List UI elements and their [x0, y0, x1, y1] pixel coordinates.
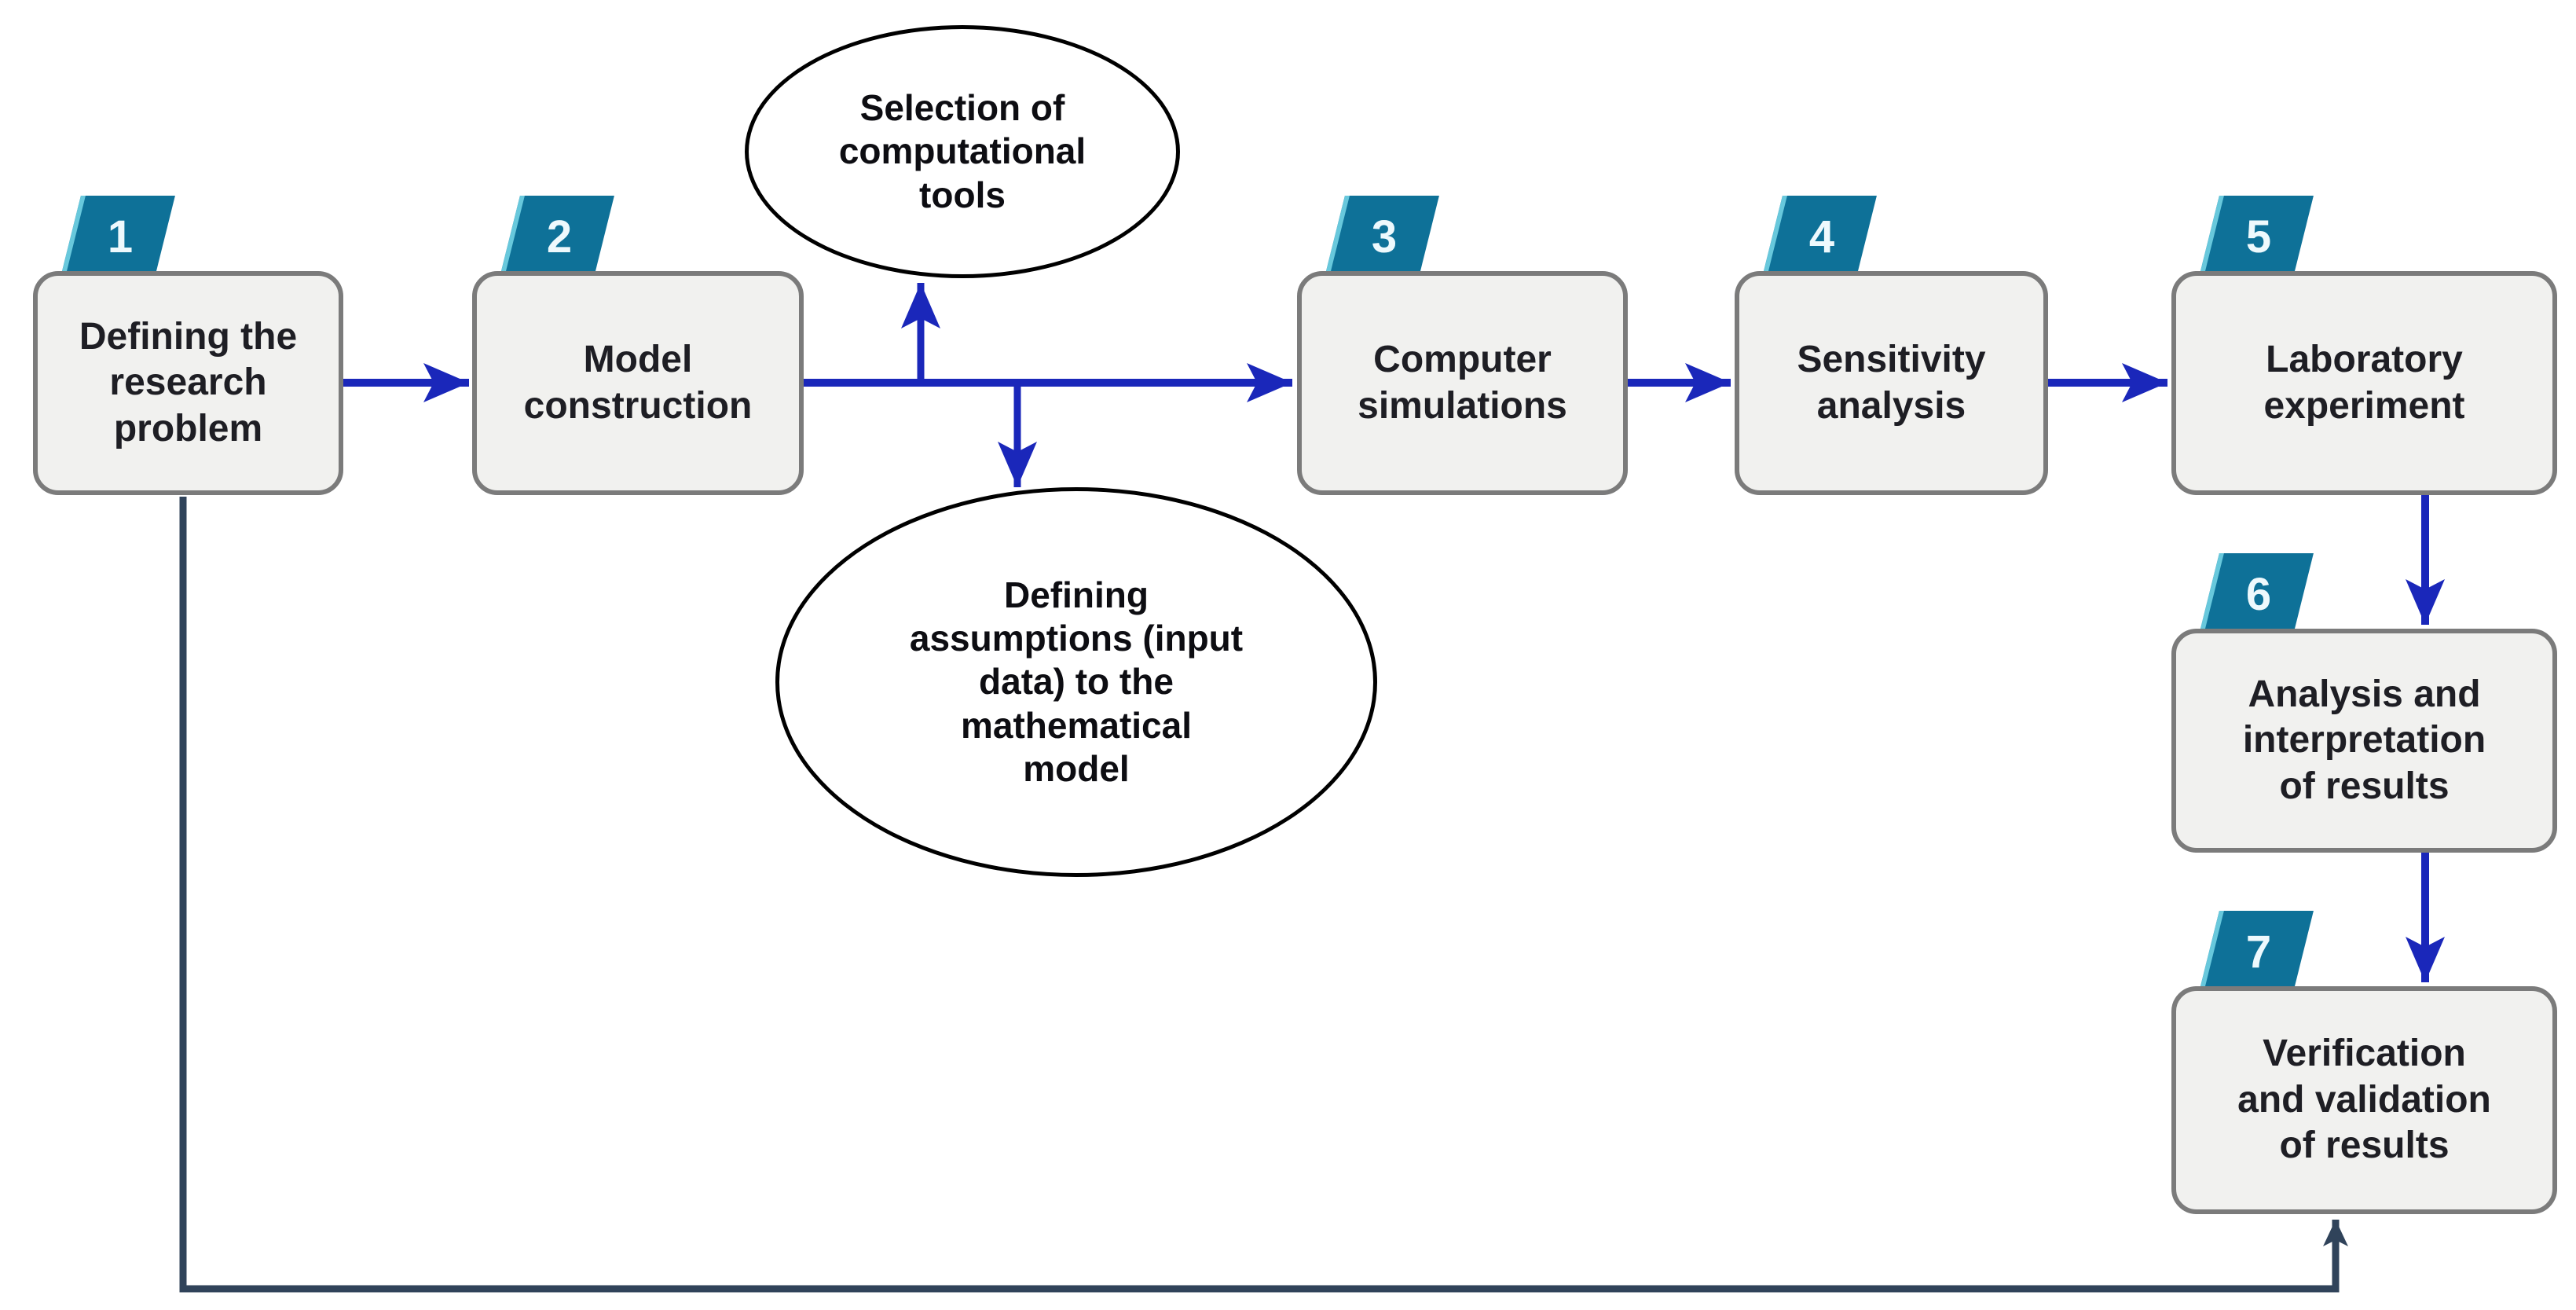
step-label-5: Laboratory experiment: [2263, 338, 2465, 427]
step-box-model-construction: Model construction: [472, 271, 804, 495]
step-number-tag-1: 1: [60, 196, 175, 277]
step-number-tag-5: 5: [2199, 196, 2314, 277]
step-number-6: 6: [2245, 568, 2272, 620]
ellipse-label-assumptions: Defining assumptions (input data) to the…: [909, 574, 1244, 789]
step-number-3: 3: [1371, 211, 1398, 262]
step-box-laboratory-experiment: Laboratory experiment: [2171, 271, 2557, 495]
step-number-tag-7: 7: [2199, 911, 2314, 993]
step-number-1: 1: [107, 211, 134, 262]
step-label-6: Analysis and interpretation of results: [2242, 673, 2486, 807]
step-label-1: Defining the research problem: [79, 315, 298, 450]
ellipse-selection-of-computational-tools: Selection of computational tools: [745, 25, 1180, 278]
step-number-5: 5: [2245, 211, 2272, 262]
step-number-4: 4: [1808, 211, 1835, 262]
step-number-tag-3: 3: [1325, 196, 1439, 277]
step-box-analysis-interpretation-results: Analysis and interpretation of results: [2171, 629, 2557, 853]
step-label-4: Sensitivity analysis: [1797, 338, 1986, 427]
step-box-computer-simulations: Computer simulations: [1297, 271, 1628, 495]
step-number-tag-2: 2: [500, 196, 614, 277]
step-number-tag-4: 4: [1762, 196, 1877, 277]
step-label-2: Model construction: [523, 338, 753, 427]
step-number-2: 2: [546, 211, 573, 262]
step-number-7: 7: [2245, 926, 2272, 978]
ellipse-label-tools: Selection of computational tools: [838, 87, 1086, 215]
step-label-3: Computer simulations: [1358, 338, 1567, 427]
step-box-verification-validation-results: Verification and validation of results: [2171, 986, 2557, 1214]
step-box-defining-research-problem: Defining the research problem: [33, 271, 343, 495]
ellipse-defining-assumptions-input-data: Defining assumptions (input data) to the…: [775, 487, 1377, 877]
step-number-tag-6: 6: [2199, 553, 2314, 635]
step-label-7: Verification and validation of results: [2237, 1033, 2491, 1167]
step-box-sensitivity-analysis: Sensitivity analysis: [1735, 271, 2048, 495]
